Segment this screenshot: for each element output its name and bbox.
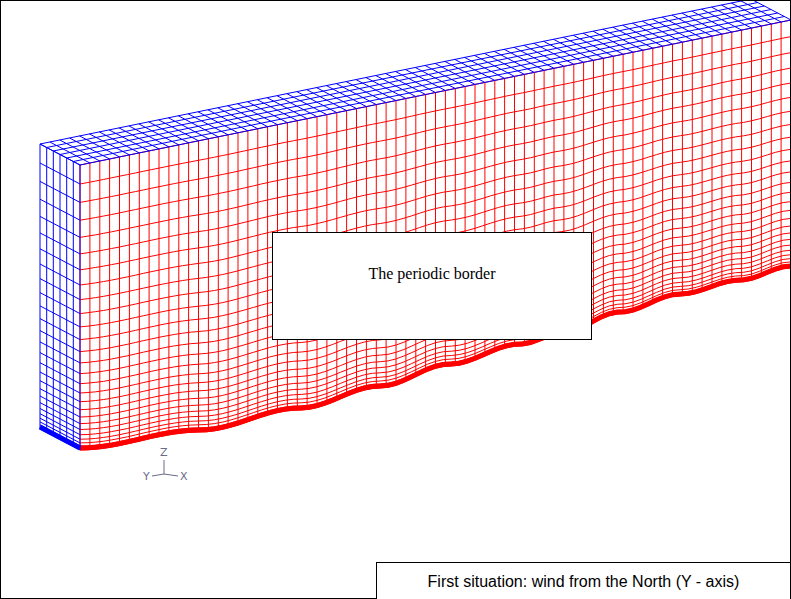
mesh-line bbox=[238, 133, 239, 425]
mesh-line bbox=[40, 381, 80, 402]
mesh-line bbox=[40, 163, 80, 184]
axis-label: Y bbox=[143, 470, 150, 483]
mesh-line bbox=[80, 20, 791, 165]
mesh-line bbox=[119, 157, 120, 446]
mesh-line bbox=[89, 163, 90, 450]
mesh-line bbox=[80, 165, 81, 450]
mesh-line bbox=[60, 155, 61, 440]
mesh-line bbox=[99, 161, 100, 449]
mesh-line bbox=[257, 129, 258, 419]
mesh-line bbox=[751, 28, 752, 280]
mesh-line bbox=[60, 10, 771, 155]
mesh-line bbox=[46, 148, 47, 433]
mesh-line bbox=[80, 202, 791, 374]
mesh-line bbox=[40, 249, 80, 270]
mesh-line bbox=[652, 48, 653, 304]
mesh-line bbox=[40, 216, 80, 237]
mesh-line bbox=[741, 30, 742, 282]
mesh-line bbox=[40, 389, 80, 410]
mesh-line bbox=[40, 319, 80, 340]
mesh-line bbox=[247, 131, 248, 422]
mesh-line bbox=[40, 353, 80, 374]
mesh-line bbox=[129, 155, 130, 444]
mesh-line bbox=[80, 210, 791, 383]
mesh-line bbox=[593, 60, 594, 323]
mesh-line bbox=[80, 226, 791, 402]
mesh-line bbox=[40, 409, 80, 430]
mesh-line bbox=[73, 17, 784, 162]
mesh-line bbox=[613, 56, 614, 314]
mesh-line bbox=[188, 143, 189, 433]
text-box: The periodic border bbox=[272, 232, 592, 340]
mesh-line bbox=[109, 159, 110, 447]
mesh-line bbox=[67, 13, 778, 158]
mesh-line bbox=[692, 40, 693, 295]
mesh-line bbox=[149, 151, 150, 439]
mesh-line bbox=[159, 149, 160, 437]
mesh-line bbox=[40, 181, 80, 202]
mesh-line bbox=[218, 137, 219, 430]
axis-label: X bbox=[180, 470, 188, 483]
mesh-line bbox=[80, 165, 81, 450]
mesh-line bbox=[53, 151, 54, 436]
mesh-line bbox=[40, 199, 80, 220]
mesh-line bbox=[80, 83, 791, 237]
mesh-line bbox=[702, 38, 703, 292]
mesh-line bbox=[198, 141, 199, 432]
mesh-line bbox=[672, 44, 673, 297]
mesh-line bbox=[208, 139, 209, 432]
mesh-line bbox=[40, 306, 80, 327]
mesh-line bbox=[80, 97, 791, 254]
mesh-line bbox=[168, 147, 169, 435]
axis-label: Z bbox=[160, 446, 168, 459]
mesh-line bbox=[40, 363, 80, 384]
mesh-line bbox=[40, 293, 80, 314]
mesh-grid bbox=[40, 0, 791, 450]
caption-box: First situation: wind from the North (Y … bbox=[376, 562, 791, 599]
mesh-line bbox=[40, 342, 80, 363]
mesh-line bbox=[66, 158, 67, 443]
mesh-line bbox=[662, 46, 663, 299]
mesh-line bbox=[712, 36, 713, 288]
mesh-line bbox=[721, 34, 722, 285]
mesh-line bbox=[47, 3, 758, 148]
mesh-line bbox=[40, 331, 80, 352]
mesh-line bbox=[771, 24, 772, 273]
mesh-line bbox=[40, 0, 751, 144]
mesh-line bbox=[80, 192, 791, 363]
mesh-line bbox=[178, 145, 179, 434]
mesh-line bbox=[642, 50, 643, 308]
mesh-line bbox=[603, 58, 604, 318]
mesh-line bbox=[633, 52, 634, 312]
mesh-line bbox=[228, 135, 229, 428]
mesh-line bbox=[80, 68, 791, 220]
axis-triad bbox=[152, 460, 178, 476]
mesh-line bbox=[40, 233, 80, 254]
mesh-line bbox=[80, 182, 791, 351]
mesh-line bbox=[40, 427, 80, 448]
box-text: First situation: wind from the North (Y … bbox=[420, 573, 748, 591]
mesh-line bbox=[751, 0, 791, 20]
mesh-line bbox=[73, 162, 74, 447]
mesh-line bbox=[80, 172, 791, 340]
mesh-line bbox=[682, 42, 683, 296]
box-text: The periodic border bbox=[360, 265, 503, 283]
mesh-line bbox=[267, 127, 268, 416]
mesh-line bbox=[40, 144, 80, 165]
mesh-line bbox=[53, 6, 764, 151]
mesh-line bbox=[80, 37, 791, 184]
mesh-line bbox=[781, 22, 782, 269]
mesh-line bbox=[40, 144, 41, 429]
mesh-line bbox=[731, 32, 732, 283]
mesh-line bbox=[80, 137, 791, 300]
mesh-line bbox=[623, 54, 624, 314]
mesh-line bbox=[40, 372, 80, 393]
mesh-line bbox=[80, 20, 791, 165]
mesh-line bbox=[139, 153, 140, 441]
mesh-line bbox=[40, 427, 80, 448]
mesh-line bbox=[80, 53, 791, 203]
mesh-line bbox=[761, 26, 762, 277]
mesh-line bbox=[40, 403, 80, 424]
